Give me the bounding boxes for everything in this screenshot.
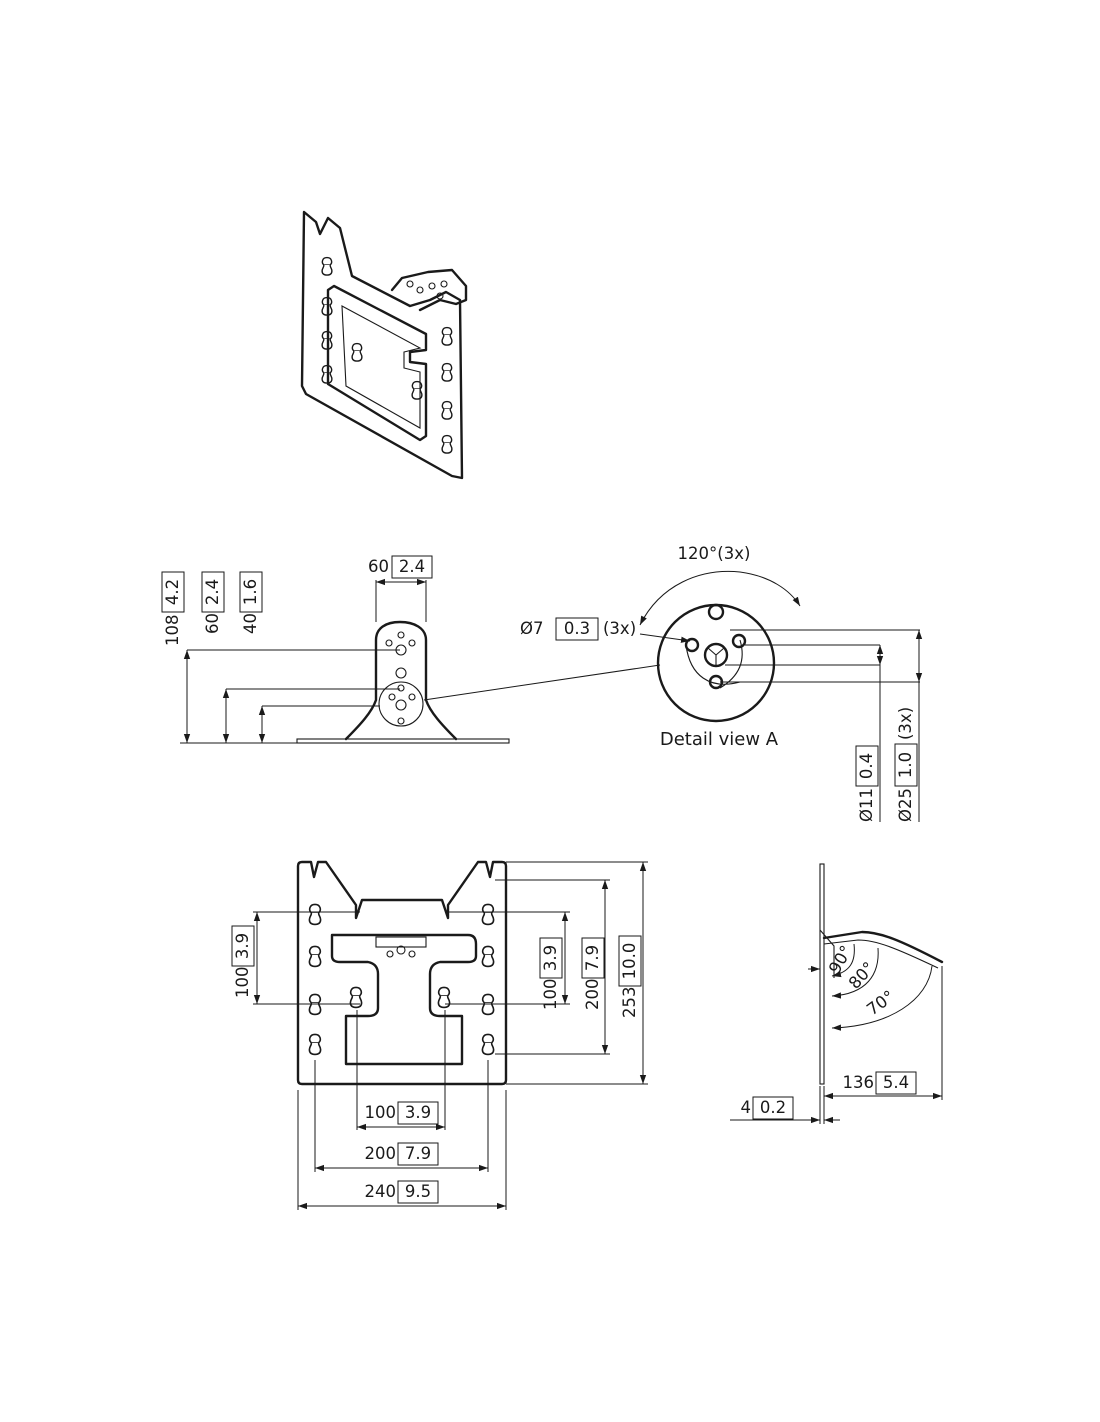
label-side-width-60-in: 2.4 xyxy=(399,557,425,576)
label-hole-count: (3x) xyxy=(603,619,636,638)
iso-bracket-arm xyxy=(390,268,468,312)
label-plate-h200: 200 xyxy=(365,1144,397,1163)
label-tilt-80: 80° xyxy=(845,958,879,992)
front-plate-keyholes xyxy=(308,903,495,1056)
front-plate-cutout xyxy=(330,933,478,1066)
label-plate-v200-in: 7.9 xyxy=(583,945,602,971)
dimension-labels: 60 2.4 108 4.2 60 2.4 40 1.6 120°(3x) Ø7… xyxy=(161,544,918,1204)
iso-inner-cutout xyxy=(341,305,422,429)
label-plate-v253: 253 xyxy=(620,987,639,1019)
label-side-height-40-in: 1.6 xyxy=(241,579,260,605)
label-circle-dia-11-in: 0.4 xyxy=(857,753,876,779)
label-circle-dia-25-in: 1.0 xyxy=(896,752,915,778)
label-side-width-60: 60 xyxy=(368,557,389,576)
label-hole-dia: Ø7 xyxy=(520,619,544,638)
label-plate-v100-in: 3.9 xyxy=(233,933,252,959)
iso-plate-outline xyxy=(300,210,464,480)
label-side-height-108: 108 xyxy=(163,615,182,647)
label-plate-h240: 240 xyxy=(365,1182,397,1201)
label-depth-136: 136 xyxy=(843,1073,875,1092)
label-plate-v100b: 100 xyxy=(541,979,560,1011)
iso-plate-cutout xyxy=(326,284,428,442)
label-thick-4: 4 xyxy=(741,1098,752,1117)
elevation-holes xyxy=(378,631,424,727)
label-detail-caption: Detail view A xyxy=(660,729,779,750)
detail-view-a xyxy=(639,570,923,822)
iso-keyholes xyxy=(321,256,453,454)
label-side-height-60-in: 2.4 xyxy=(203,579,222,605)
label-plate-h100-in: 3.9 xyxy=(405,1103,431,1122)
label-side-height-108-in: 4.2 xyxy=(163,579,182,605)
isometric-view xyxy=(300,210,468,480)
label-circle-dia-11: Ø11 xyxy=(857,788,876,822)
elevation-base-plate xyxy=(296,738,510,744)
tilt-wall-plate xyxy=(819,863,825,1085)
tilt-bracket-arm xyxy=(822,930,944,964)
label-thick-4-in: 0.2 xyxy=(760,1098,786,1117)
iso-bracket-holes xyxy=(406,280,448,300)
label-side-height-60: 60 xyxy=(203,613,222,634)
front-plate-outline xyxy=(296,860,508,1086)
label-angle-120: 120°(3x) xyxy=(678,544,751,563)
label-plate-v100b-in: 3.9 xyxy=(541,945,560,971)
elevation-bracket xyxy=(344,620,458,741)
label-plate-v253-in: 10.0 xyxy=(620,943,639,980)
label-side-height-40: 40 xyxy=(241,613,260,634)
tilt-side-view xyxy=(730,863,944,1124)
label-plate-h200-in: 7.9 xyxy=(405,1144,431,1163)
label-depth-136-in: 5.4 xyxy=(883,1073,909,1092)
label-circle-dia-25: Ø25 xyxy=(896,788,915,822)
label-circle-count: (3x) xyxy=(896,707,915,740)
label-hole-dia-in: 0.3 xyxy=(564,619,590,638)
label-plate-h100: 100 xyxy=(365,1103,397,1122)
label-plate-h240-in: 9.5 xyxy=(405,1182,431,1201)
front-plate-view xyxy=(253,860,648,1210)
label-plate-v100: 100 xyxy=(233,967,252,999)
elevation-view xyxy=(180,578,661,744)
label-plate-v200: 200 xyxy=(583,979,602,1011)
